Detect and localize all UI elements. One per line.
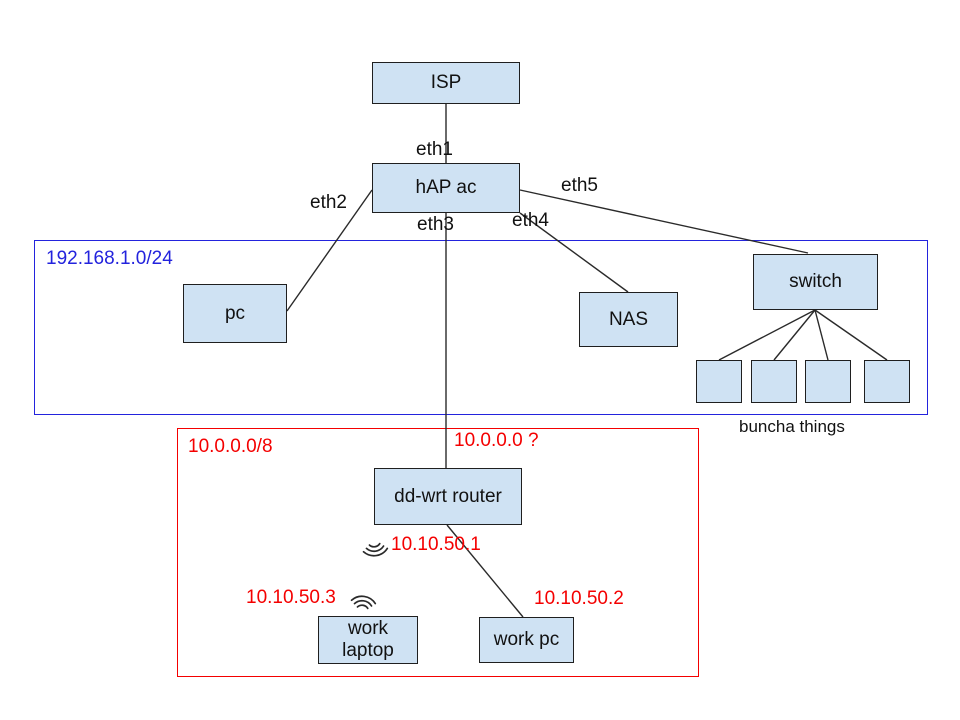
wifi-icon	[350, 595, 377, 610]
node-pc: pc	[183, 284, 287, 343]
node-pc-label: pc	[224, 302, 246, 324]
link-switch-device1	[718, 309, 816, 361]
link-hap-pc	[286, 189, 373, 312]
node-work-laptop: work laptop	[318, 616, 418, 664]
node-work-laptop-label: work laptop	[342, 618, 394, 661]
link-switch-device2	[773, 309, 816, 361]
switch-device-box-1	[696, 360, 742, 403]
node-isp: ISP	[372, 62, 520, 104]
link-switch-device4	[814, 309, 888, 361]
port-label-eth4: eth4	[512, 210, 549, 231]
node-switch: switch	[753, 254, 878, 310]
node-work-pc: work pc	[479, 617, 574, 663]
switch-device-box-2	[751, 360, 797, 403]
work-zone: 10.0.0.0/8	[177, 428, 699, 677]
node-hap-ac-label: hAP ac	[415, 177, 477, 199]
link-switch-device3	[814, 309, 829, 361]
switch-device-box-4	[864, 360, 910, 403]
work-zone-label: 10.0.0.0/8	[188, 436, 273, 457]
link-hap-nas	[519, 212, 629, 293]
node-ddwrt-router-label: dd-wrt router	[394, 485, 502, 507]
lan-zone-label: 192.168.1.0/24	[46, 248, 173, 269]
node-ddwrt-router: dd-wrt router	[374, 468, 522, 525]
node-isp-label: ISP	[430, 72, 462, 94]
port-label-eth2: eth2	[310, 192, 347, 213]
node-nas: NAS	[579, 292, 678, 347]
switch-device-box-3	[805, 360, 851, 403]
port-label-eth5: eth5	[561, 175, 598, 196]
link-ddwrt-workpc	[446, 524, 524, 618]
ip-label-work-pc: 10.10.50.2	[534, 588, 624, 609]
port-label-eth1: eth1	[416, 139, 453, 160]
node-work-pc-label: work pc	[493, 629, 560, 651]
ip-label-work-laptop: 10.10.50.3	[246, 587, 336, 608]
ip-label-ddwrt-wifi: 10.10.50.1	[391, 534, 481, 555]
port-label-eth3: eth3	[417, 214, 454, 235]
node-hap-ac: hAP ac	[372, 163, 520, 213]
ip-label-ddwrt-uplink: 10.0.0.0 ?	[454, 430, 539, 451]
annotation-buncha-things: buncha things	[739, 417, 845, 436]
wifi-icon	[362, 542, 389, 557]
node-switch-label: switch	[789, 271, 842, 293]
lan-zone: 192.168.1.0/24	[34, 240, 928, 415]
node-nas-label: NAS	[608, 308, 649, 330]
link-hap-switch	[519, 189, 809, 254]
